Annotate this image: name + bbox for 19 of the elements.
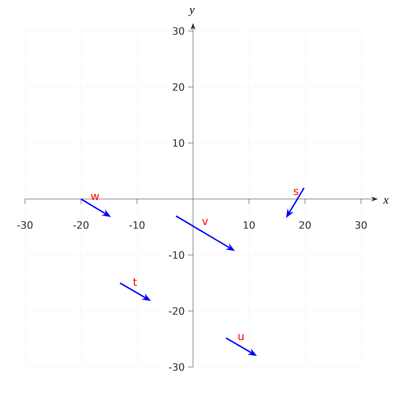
tick-label: -30 <box>168 363 184 371</box>
vector-label: t <box>133 278 137 286</box>
tick-label: 30 <box>355 221 367 229</box>
tick-label: -10 <box>129 221 145 229</box>
tick-label: 10 <box>244 221 255 229</box>
axis-label: x <box>383 198 389 204</box>
tick-label: -30 <box>17 221 32 229</box>
tick-label: -20 <box>73 221 88 229</box>
vector-label: u <box>238 334 244 340</box>
tick-label: 20 <box>172 83 184 91</box>
axis-label: y <box>188 8 195 16</box>
tick-label: 20 <box>299 221 311 229</box>
tick-label: 10 <box>173 139 184 147</box>
vector-label: s <box>294 188 298 196</box>
tick-label: -20 <box>168 307 184 315</box>
vector-label: w <box>90 194 100 200</box>
tick-label: 30 <box>172 27 184 35</box>
vector-label: v <box>202 219 208 225</box>
tick-label: -10 <box>168 251 184 259</box>
